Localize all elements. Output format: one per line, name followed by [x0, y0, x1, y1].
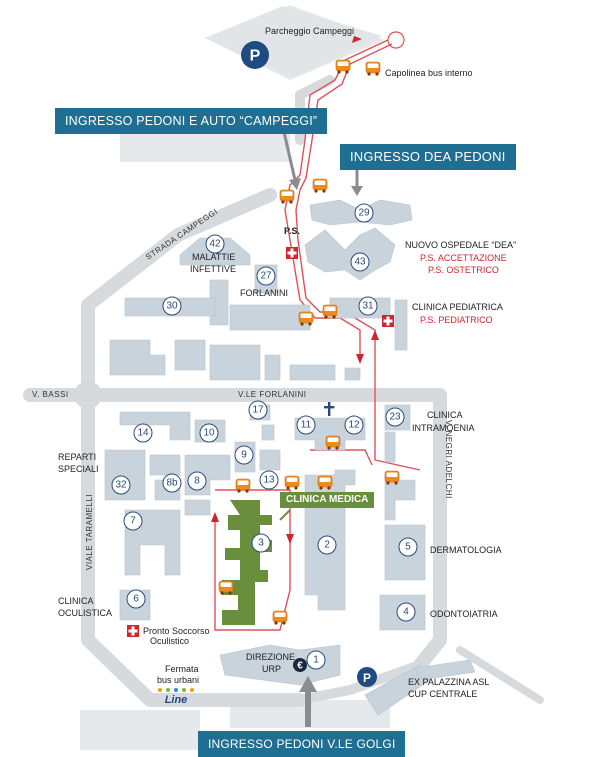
- svg-text:P.S. PEDIATRICO: P.S. PEDIATRICO: [420, 315, 493, 325]
- entrance-banner-campeggi: INGRESSO PEDONI E AUTO “CAMPEGGI”: [55, 108, 328, 134]
- bus-stop-dots: [158, 688, 194, 692]
- line-logo: Line: [165, 694, 188, 706]
- svg-text:27: 27: [260, 271, 272, 282]
- svg-text:P.S. ACCETTAZIONE: P.S. ACCETTAZIONE: [420, 253, 507, 263]
- svg-text:Fermata: Fermata: [165, 664, 199, 674]
- svg-text:6: 6: [133, 594, 139, 605]
- svg-text:42: 42: [209, 239, 221, 250]
- svg-text:NUOVO OSPEDALE “DEA”: NUOVO OSPEDALE “DEA”: [405, 240, 516, 250]
- svg-text:CLINICA PEDIATRICA: CLINICA PEDIATRICA: [412, 302, 503, 312]
- svg-text:23: 23: [389, 412, 401, 423]
- svg-text:8: 8: [194, 476, 200, 487]
- svg-text:OCULISTICA: OCULISTICA: [58, 608, 112, 618]
- svg-text:4: 4: [403, 607, 409, 618]
- svg-text:9: 9: [241, 450, 247, 461]
- svg-text:43: 43: [354, 257, 366, 268]
- road-label-negri: V. NEGRI ADELCHI: [444, 420, 453, 499]
- first-aid-cross-icon: [286, 247, 298, 259]
- svg-text:Pronto Soccorso: Pronto Soccorso: [143, 626, 210, 636]
- building-numbers: 29 43 42 27 30 31 17 14 10 11 12 23 9 13…: [111, 203, 418, 670]
- place-labels: P.S. MALATTIE INFETTIVE FORLANINI NUOVO …: [58, 226, 516, 706]
- parking-icon: [241, 41, 269, 69]
- road-label-taramelli: VIALE TARAMELLI: [85, 494, 94, 570]
- svg-text:12: 12: [348, 420, 360, 431]
- svg-text:17: 17: [252, 405, 264, 416]
- parking-icon: P: [357, 667, 377, 687]
- svg-text:FORLANINI: FORLANINI: [240, 288, 288, 298]
- svg-text:CLINICA: CLINICA: [58, 596, 94, 606]
- buildings: [104, 199, 476, 716]
- entrance-banner-golgi: INGRESSO PEDONI V.LE GOLGI: [198, 731, 406, 757]
- svg-text:DERMATOLOGIA: DERMATOLOGIA: [430, 545, 502, 555]
- svg-text:13: 13: [263, 475, 275, 486]
- svg-text:P.S.: P.S.: [284, 226, 300, 236]
- svg-text:3: 3: [258, 538, 264, 549]
- entrance-banner-dea: INGRESSO DEA PEDONI: [340, 144, 516, 170]
- svg-text:€: €: [297, 661, 303, 672]
- svg-text:11: 11: [301, 420, 312, 431]
- svg-text:7: 7: [130, 516, 136, 527]
- svg-text:MALATTIE: MALATTIE: [192, 252, 235, 262]
- first-aid-cross-icon: [127, 625, 139, 637]
- svg-text:CUP CENTRALE: CUP CENTRALE: [408, 689, 477, 699]
- svg-text:URP: URP: [262, 664, 281, 674]
- svg-text:EX PALAZZINA ASL: EX PALAZZINA ASL: [408, 677, 489, 687]
- svg-text:Capolinea bus interno: Capolinea bus interno: [385, 68, 473, 78]
- svg-text:P: P: [363, 671, 371, 685]
- svg-text:INTRAMOENIA: INTRAMOENIA: [412, 423, 475, 433]
- svg-text:Parcheggio Campeggi: Parcheggio Campeggi: [265, 26, 354, 36]
- arrow-down-icon: [282, 131, 301, 190]
- svg-text:P: P: [250, 48, 261, 65]
- chapel-cross-icon: [324, 402, 335, 416]
- arrow-down-icon: [351, 168, 363, 196]
- parking-campeggi: P Parcheggio Campeggi Capolinea bus inte…: [205, 6, 473, 78]
- svg-text:bus urbani: bus urbani: [157, 675, 199, 685]
- svg-text:10: 10: [203, 428, 215, 439]
- svg-text:14: 14: [137, 428, 149, 439]
- road-label-forlanini: V.LE FORLANINI: [238, 390, 307, 399]
- svg-text:30: 30: [166, 301, 178, 312]
- euro-icon: €: [293, 658, 307, 672]
- arrow-icon: [279, 509, 291, 521]
- road-label-v-bassi: V. BASSI: [32, 390, 69, 399]
- svg-text:P.S. OSTETRICO: P.S. OSTETRICO: [428, 265, 499, 275]
- svg-text:8b: 8b: [166, 478, 178, 489]
- clinica-medica-label: CLINICA MEDICA: [280, 492, 375, 508]
- svg-text:DIREZIONE: DIREZIONE: [246, 652, 295, 662]
- svg-text:ODONTOIATRIA: ODONTOIATRIA: [430, 609, 498, 619]
- svg-text:1: 1: [313, 655, 319, 666]
- first-aid-cross-icon: [382, 315, 394, 327]
- svg-text:5: 5: [405, 542, 411, 553]
- svg-text:SPECIALI: SPECIALI: [58, 464, 99, 474]
- svg-text:32: 32: [115, 480, 127, 491]
- road-network: [23, 75, 544, 707]
- svg-text:INFETTIVE: INFETTIVE: [190, 264, 236, 274]
- svg-text:Oculistico: Oculistico: [150, 636, 189, 646]
- svg-text:2: 2: [324, 540, 330, 551]
- svg-text:31: 31: [362, 301, 374, 312]
- svg-text:CLINICA: CLINICA: [427, 410, 463, 420]
- svg-text:REPARTI: REPARTI: [58, 452, 96, 462]
- svg-text:29: 29: [358, 208, 370, 219]
- arrow-up-icon: [299, 676, 317, 727]
